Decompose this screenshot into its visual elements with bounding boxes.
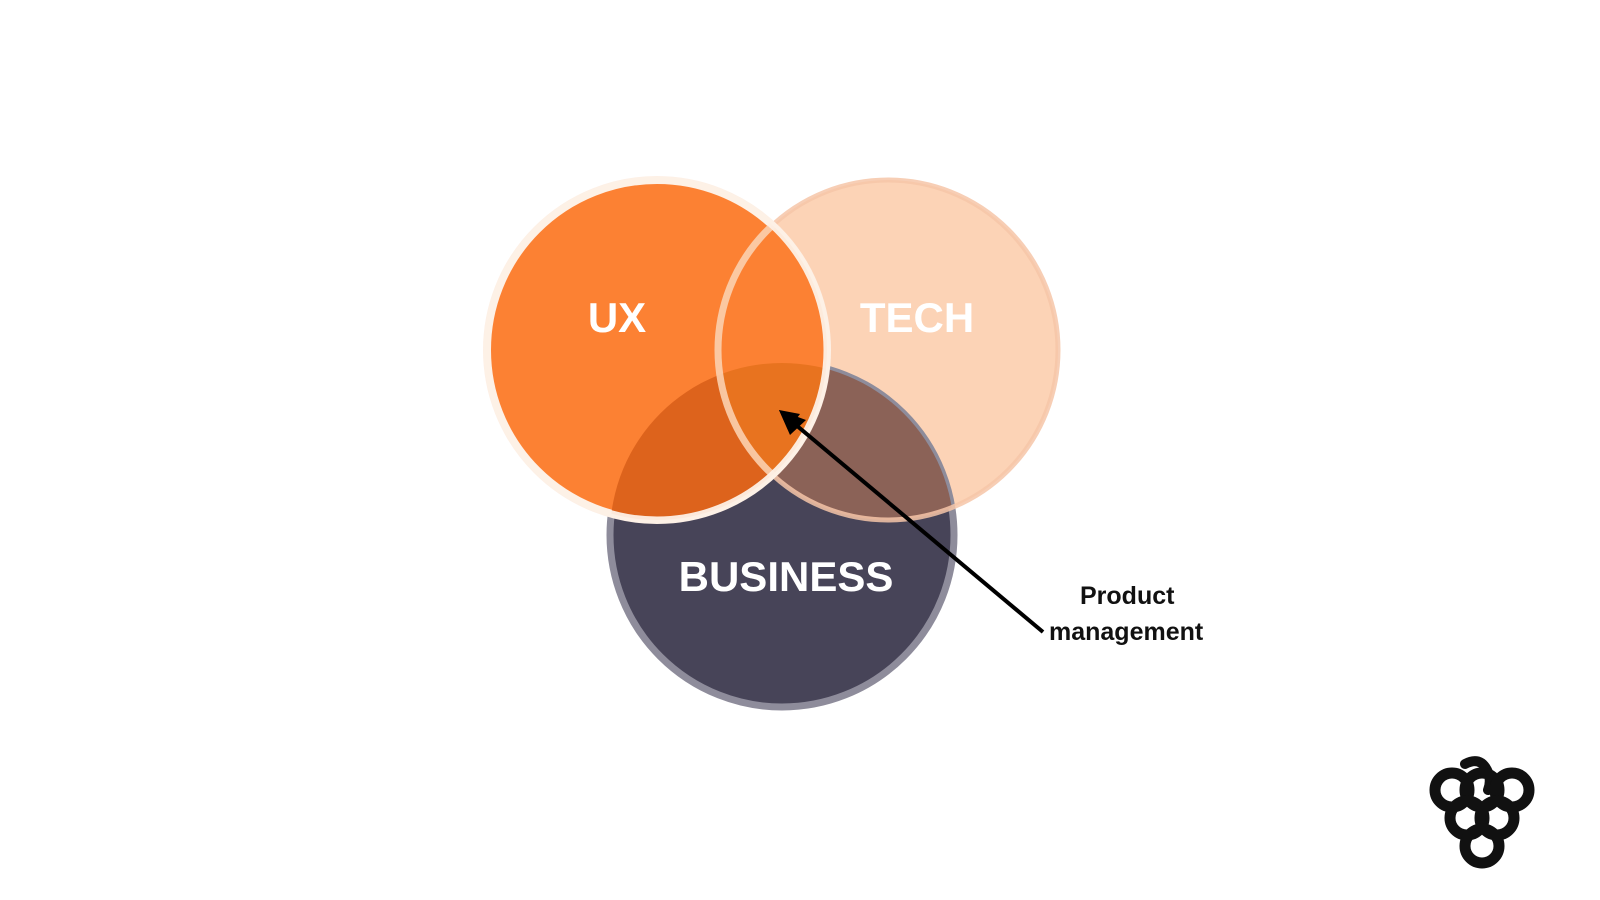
set-circle-ux-outline: [483, 176, 831, 524]
set-label-ux: UX: [588, 294, 646, 341]
annotation-line-2: management: [1049, 618, 1204, 646]
annotation-line-1: Product: [1080, 582, 1175, 610]
region-ux-business: [610, 363, 827, 520]
tech-arc-over-ux: [714, 180, 827, 520]
set-label-business: BUSINESS: [679, 553, 894, 600]
set-label-tech: TECH: [860, 294, 974, 341]
annotation-arrow: [779, 410, 1045, 634]
grape-bunch-logo: [1429, 756, 1535, 869]
region-tech-business: [718, 363, 954, 520]
